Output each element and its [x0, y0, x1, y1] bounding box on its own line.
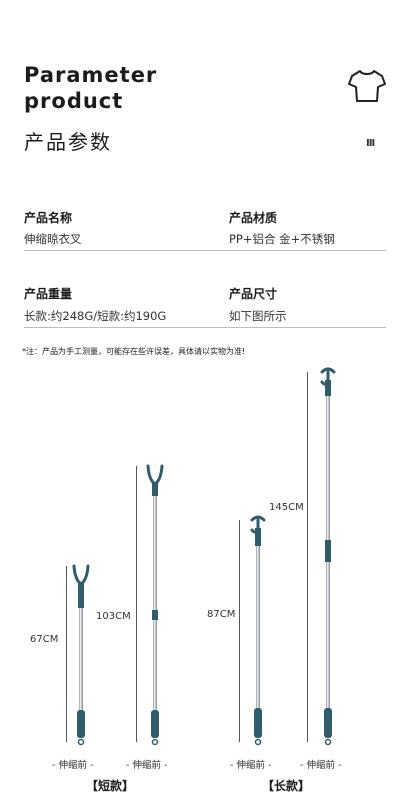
dimension-line [66, 566, 67, 742]
measurement-label: 103CM [96, 611, 131, 622]
page-title-en: Parameter product [24, 62, 157, 114]
pole-long-extended [320, 367, 336, 746]
caption: - 伸缩前 - [300, 760, 342, 771]
spec-value-weight: 长款:约248G/短款:约190G [24, 309, 167, 323]
spec-value-size: 如下图所示 [229, 309, 287, 323]
disclaimer-note: *注：产品为手工测量，可能存在些许误差，具体请以实物为准! [22, 347, 246, 356]
page-title-cn: 产品参数 [24, 130, 112, 154]
menu-icon[interactable]: III [366, 138, 375, 149]
spec-value-material: PP+铝合 金+不锈钢 [229, 232, 335, 246]
pole-short-collapsed [72, 564, 90, 746]
pole-long-collapsed [250, 515, 266, 746]
pole-short-extended [146, 464, 164, 746]
spec-label-name: 产品名称 [24, 211, 73, 225]
spec-value-name: 伸缩晾衣叉 [24, 232, 82, 246]
group-label-long: 【长款】 [262, 779, 311, 793]
tshirt-icon [348, 70, 386, 102]
measurement-label: 145CM [269, 502, 304, 513]
caption: - 伸缩前 - [52, 760, 94, 771]
page-title-line2: product [24, 89, 124, 113]
dimension-line [307, 372, 308, 742]
dimension-line [136, 466, 137, 742]
caption: - 伸缩前 - [126, 760, 168, 771]
spec-label-size: 产品尺寸 [229, 287, 278, 301]
measurement-label: 87CM [207, 609, 236, 620]
divider [24, 327, 386, 328]
spec-label-material: 产品材质 [229, 211, 278, 225]
page-title-line1: Parameter [24, 63, 158, 87]
divider [24, 250, 386, 251]
spec-label-weight: 产品重量 [24, 287, 73, 301]
dimension-line [239, 520, 240, 742]
group-label-short: 【短款】 [86, 779, 135, 793]
measurement-label: 67CM [30, 634, 59, 645]
caption: - 伸缩前 - [230, 760, 272, 771]
